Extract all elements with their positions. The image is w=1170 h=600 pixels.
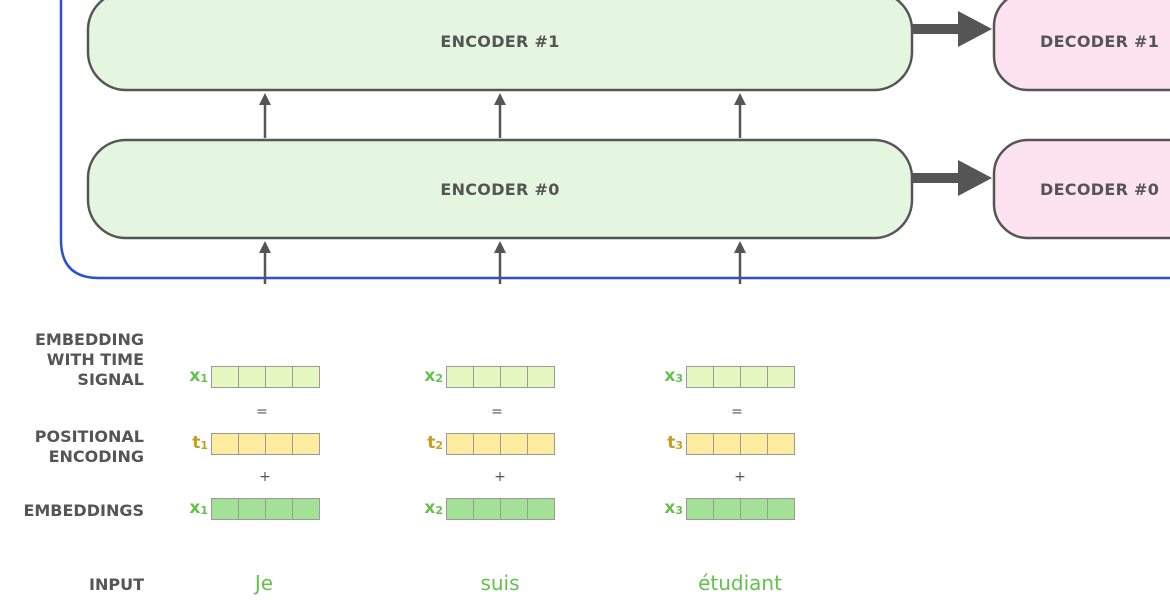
positional-encoding-vector-1: t1: [184, 433, 320, 455]
embedding-with-time-signal-vector-2: x2: [419, 366, 555, 388]
vector-symbol: t1: [192, 433, 208, 453]
vector-cell: [473, 366, 501, 388]
vector-cell: [767, 498, 795, 520]
vector-cell: [446, 366, 474, 388]
vector-cell: [265, 498, 293, 520]
vector-cells: [211, 498, 320, 520]
vector-cell: [500, 366, 528, 388]
embedding-vector-2: x2: [419, 498, 555, 520]
vector-cell: [713, 498, 741, 520]
vector-cell: [713, 433, 741, 455]
decoder-0-label: DECODER #0: [1040, 180, 1160, 199]
vector-cell: [740, 366, 768, 388]
vector-cells: [686, 498, 795, 520]
plus-sign-2: +: [494, 469, 506, 485]
encoder-0-to-decoder-0-arrow: [912, 160, 992, 196]
vector-cell: [446, 433, 474, 455]
vector-cell: [740, 433, 768, 455]
positional-encoding-vector-2: t2: [419, 433, 555, 455]
vector-cells: [686, 366, 795, 388]
plus-sign-3: +: [734, 469, 746, 485]
embedding-with-time-signal-vector-1: x1: [184, 366, 320, 388]
plus-sign-1: +: [259, 469, 271, 485]
vector-cells: [446, 498, 555, 520]
vector-cell: [473, 498, 501, 520]
positional-encoding-vector-3: t3: [659, 433, 795, 455]
decoder-1-box: [992, 0, 1170, 92]
vector-cell: [211, 498, 239, 520]
vector-cell: [446, 498, 474, 520]
vector-cells: [446, 433, 555, 455]
decoder-0-box: [992, 138, 1170, 240]
vector-cell: [238, 498, 266, 520]
decoder-1-label: DECODER #1: [1040, 32, 1160, 51]
encoder-0-label: ENCODER #0: [440, 180, 560, 199]
input-word-2: suis: [480, 571, 520, 595]
vector-cell: [265, 433, 293, 455]
vector-cell: [713, 366, 741, 388]
encoder-1-label: ENCODER #1: [440, 32, 560, 51]
encoder-0-box: [86, 138, 914, 240]
vector-cell: [767, 366, 795, 388]
equals-sign-2: =: [491, 404, 503, 420]
vector-symbol: x2: [424, 366, 443, 386]
row-label-embeddings: EMBEDDINGS: [23, 501, 144, 520]
vector-cell: [265, 366, 293, 388]
vector-cell: [211, 366, 239, 388]
vector-cell: [686, 498, 714, 520]
encoder-1-box: [86, 0, 914, 92]
vector-cell: [767, 433, 795, 455]
vector-cell: [686, 433, 714, 455]
vector-cell: [527, 498, 555, 520]
vector-cell: [292, 433, 320, 455]
vector-cell: [500, 433, 528, 455]
vector-cell: [211, 433, 239, 455]
equals-sign-3: =: [731, 404, 743, 420]
encoder-1-to-decoder-1-arrow: [912, 11, 992, 47]
embedding-with-time-signal-vector-3: x3: [659, 366, 795, 388]
vector-cell: [527, 366, 555, 388]
vector-symbol: x2: [424, 498, 443, 518]
vector-cells: [686, 433, 795, 455]
inter-encoder-arrows: [259, 93, 746, 138]
vector-cell: [292, 498, 320, 520]
vector-symbol: t3: [667, 433, 683, 453]
input-word-1: Je: [254, 571, 274, 595]
vector-cells: [211, 366, 320, 388]
vector-symbol: x1: [189, 498, 208, 518]
vector-symbol: x3: [664, 498, 683, 518]
row-label-positional-encoding: POSITIONAL ENCODING: [34, 427, 144, 466]
vector-cell: [527, 433, 555, 455]
vector-symbol: t2: [427, 433, 443, 453]
vector-cell: [238, 433, 266, 455]
equals-sign-1: =: [256, 404, 268, 420]
vector-cell: [473, 433, 501, 455]
vector-cell: [740, 498, 768, 520]
row-label-input: INPUT: [89, 575, 144, 594]
encoder-stack-outline: [59, 0, 1170, 280]
vector-cells: [211, 433, 320, 455]
vector-symbol: x3: [664, 366, 683, 386]
vector-cell: [686, 366, 714, 388]
input-word-3: étudiant: [698, 571, 782, 595]
embedding-vector-1: x1: [184, 498, 320, 520]
embedding-vector-3: x3: [659, 498, 795, 520]
vector-cell: [238, 366, 266, 388]
vector-cell: [292, 366, 320, 388]
row-label-embedding-with-time-signal: EMBEDDING WITH TIME SIGNAL: [34, 330, 144, 389]
input-arrows: [259, 241, 746, 284]
vector-cells: [446, 366, 555, 388]
vector-symbol: x1: [189, 366, 208, 386]
vector-cell: [500, 498, 528, 520]
